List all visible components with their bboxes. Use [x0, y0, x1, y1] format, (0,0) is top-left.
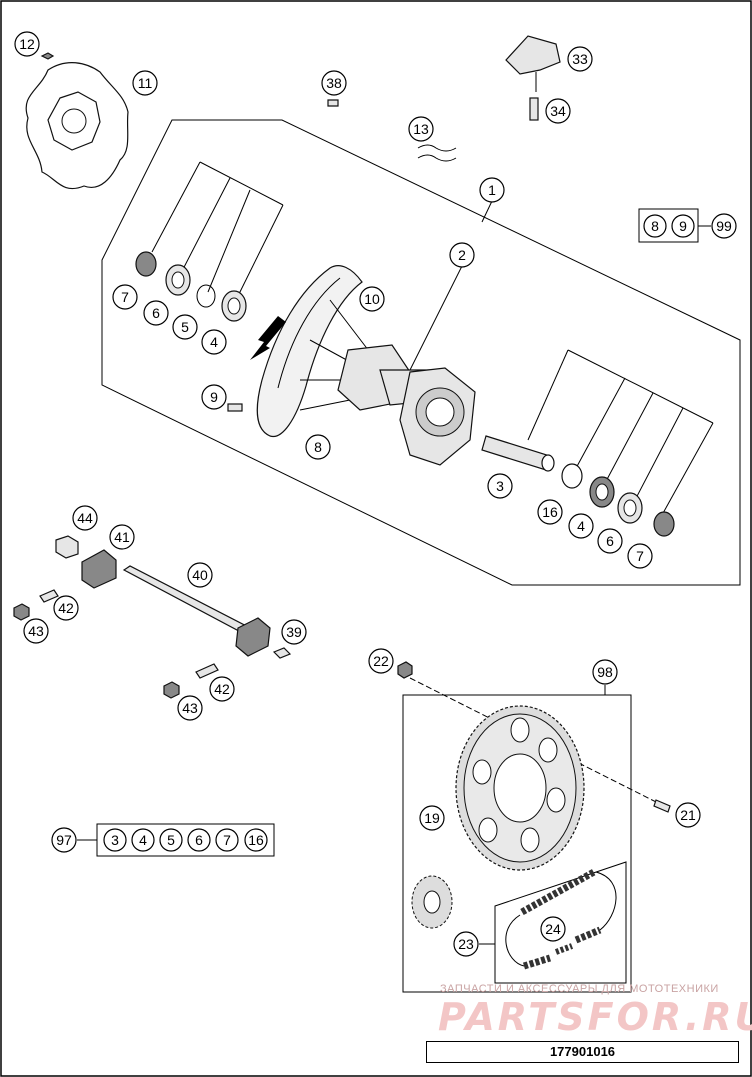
disc-bolt-drawing: [40, 52, 55, 60]
callout-42-lower: 42: [214, 681, 230, 697]
leader-2: [409, 265, 463, 371]
kit-99-item-8: 8: [651, 218, 659, 234]
callouts: 12 11 38 33 34 13 1 2 10 7 6 5 4 9 8 3 1…: [14, 31, 701, 957]
callout-2: 2: [458, 247, 466, 263]
callout-10: 10: [364, 291, 380, 307]
axle-drawing: [13, 535, 292, 699]
callout-43-lower: 43: [182, 700, 198, 716]
sprocket-nut-drawing: [653, 799, 671, 813]
callout-21: 21: [680, 807, 696, 823]
callout-41: 41: [114, 529, 130, 545]
sprocket-bolt-drawing: [397, 661, 413, 679]
callout-8: 8: [314, 439, 322, 455]
chain-drawing: [505, 868, 617, 970]
kit-97-item-5: 5: [167, 832, 175, 848]
kit-99-label: 99: [716, 218, 732, 234]
callout-22: 22: [373, 653, 389, 669]
part-33-drawing: [505, 35, 561, 75]
wheel-assembly-outline: [101, 119, 741, 586]
callout-9: 9: [210, 389, 218, 405]
callout-44: 44: [77, 510, 93, 526]
callout-4-right: 4: [577, 518, 585, 534]
kit-97-item-16: 16: [248, 832, 264, 848]
leader-1: [481, 200, 493, 223]
kit-97-label: 97: [56, 832, 72, 848]
kit-97-item-3: 3: [111, 832, 119, 848]
callout-38: 38: [326, 75, 342, 91]
callout-7-right: 7: [636, 548, 644, 564]
callout-6-right: 6: [606, 533, 614, 549]
callout-43-upper: 43: [28, 623, 44, 639]
callout-5: 5: [181, 319, 189, 335]
valve-drawing: [227, 403, 243, 412]
callout-19: 19: [424, 810, 440, 826]
sprocket-kit-outline: [402, 694, 632, 993]
callout-42-upper: 42: [58, 600, 74, 616]
kit-97-item-7: 7: [223, 832, 231, 848]
plug-drawing: [327, 99, 339, 107]
rotation-arrow: [250, 316, 286, 360]
kit-97-item-4: 4: [139, 832, 147, 848]
callout-3: 3: [496, 478, 504, 494]
callout-23: 23: [458, 936, 474, 952]
front-sprocket-drawing: [411, 875, 453, 929]
kit-97-group: 97 3 4 5 6 7 16: [51, 823, 275, 857]
callout-1: 1: [488, 182, 496, 198]
rim-hub-drawing: [256, 265, 476, 466]
spoke-drawing: [417, 144, 457, 162]
callout-11: 11: [138, 75, 153, 91]
kit-99-group: 8 9 99: [638, 208, 737, 243]
callout-13: 13: [413, 121, 429, 137]
callout-12: 12: [19, 36, 35, 52]
callout-4-left: 4: [210, 334, 218, 350]
callout-6-left: 6: [152, 305, 160, 321]
brake-disc-drawing: [25, 62, 129, 190]
watermark-tagline: ЗАПЧАСТИ И АКСЕССУАРЫ ДЛЯ МОТОТЕХНИКИ: [440, 983, 719, 995]
watermark-logo-text: PARTSFOR.RU: [438, 995, 752, 1039]
callout-33: 33: [572, 51, 588, 67]
callout-40: 40: [192, 567, 208, 583]
left-bearing-leaders: [151, 161, 284, 301]
right-bearing-leaders: [527, 349, 714, 516]
part-34-drawing: [529, 97, 539, 121]
kit-97-item-6: 6: [195, 832, 203, 848]
callout-24: 24: [545, 921, 561, 937]
callout-7-left: 7: [121, 289, 129, 305]
right-bearing-stack: [481, 435, 675, 537]
diagram-id: 177901016: [426, 1041, 739, 1063]
callout-98: 98: [597, 664, 613, 680]
callout-39: 39: [286, 624, 302, 640]
left-bearing-stack: [135, 251, 247, 322]
kit-99-item-9: 9: [679, 218, 687, 234]
rear-sprocket-drawing: [455, 705, 585, 871]
callout-34: 34: [550, 103, 566, 119]
callout-16: 16: [542, 504, 558, 520]
